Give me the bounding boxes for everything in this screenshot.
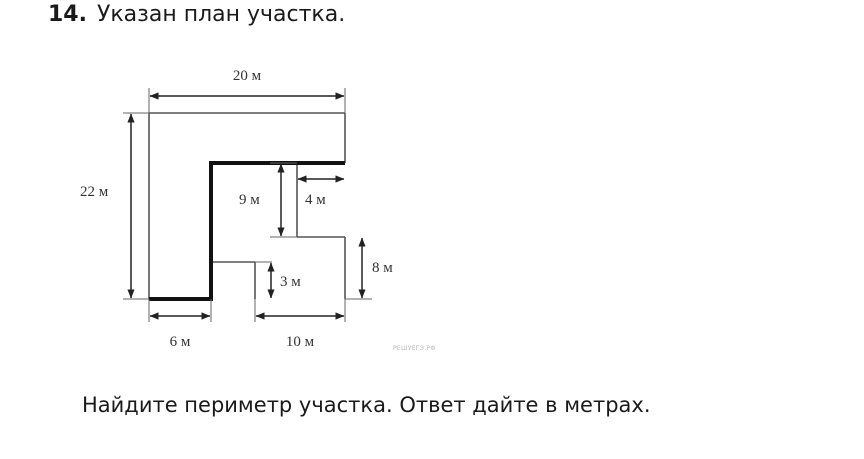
plot-outline [148,112,346,299]
watermark-logo: РЕШУЕГЭ.РФ [393,345,436,352]
label-9m: 9 м [239,192,260,208]
label-4m: 4 м [305,192,326,208]
label-8m: 8 м [372,260,393,276]
task-number: 14. [48,2,87,27]
thick-segments [149,161,345,301]
task-title: Указан план участка. [96,2,346,27]
label-6m: 6 м [170,334,191,350]
label-3m: 3 м [280,274,301,290]
question-text: Найдите периметр участка. Ответ дайте в … [82,393,651,417]
dimension-arrows [127,92,366,320]
extension-lines [123,88,372,322]
label-20m: 20 м [233,68,262,84]
label-10m: 10 м [286,334,315,350]
task-header: 14. Указан план участка. [48,2,345,27]
label-22m: 22 м [80,184,109,200]
